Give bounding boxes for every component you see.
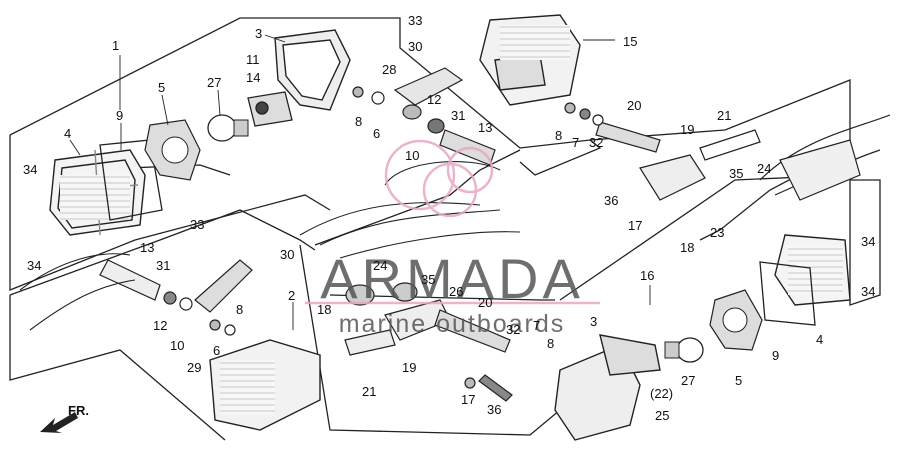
watermark-ring-2 — [384, 139, 456, 211]
callout-8d: 8 — [547, 336, 554, 351]
callout-8c: 8 — [236, 302, 243, 317]
callout-29: 29 — [187, 360, 201, 375]
callout-28: 28 — [382, 62, 396, 77]
callout-22: (22) — [650, 386, 673, 401]
callout-30b: 30 — [280, 247, 294, 262]
callout-20b: 20 — [478, 295, 492, 310]
housing-right-bottom — [554, 334, 661, 441]
front-label: FR. — [68, 403, 89, 418]
watermark: ARMADA marine outboards — [305, 139, 600, 338]
callout-21b: 21 — [362, 384, 376, 399]
right-front-lens — [774, 234, 851, 306]
callout-12b: 12 — [153, 318, 167, 333]
callout-21: 21 — [717, 108, 731, 123]
watermark-ring-3 — [446, 146, 494, 194]
callout-27: 27 — [207, 75, 221, 90]
stalk-right-top — [564, 102, 761, 201]
callout-3: 3 — [255, 26, 262, 41]
callout-35: 35 — [729, 166, 743, 181]
callout-25: 25 — [655, 408, 669, 423]
callout-23: 23 — [710, 225, 724, 240]
callout-3b: 3 — [590, 314, 597, 329]
callout-12: 12 — [427, 92, 441, 107]
callout-32b: 32 — [506, 322, 520, 337]
gasket-left — [99, 139, 163, 221]
callout-34: 34 — [23, 162, 37, 177]
callout-5b: 5 — [735, 373, 742, 388]
housing-left-top — [274, 29, 351, 111]
callout-33: 33 — [408, 13, 422, 28]
callout-15: 15 — [623, 34, 637, 49]
callout-1: 1 — [112, 38, 119, 53]
callout-7b: 7 — [533, 318, 540, 333]
watermark-subtitle: marine outboards — [339, 310, 566, 338]
callout-numbers: 1 2 3 3 4 4 5 5 6 6 7 7 8 8 8 8 9 9 10 1… — [23, 13, 875, 423]
socket-left — [247, 91, 293, 127]
callout-8: 8 — [355, 114, 362, 129]
callout-34b: 34 — [27, 258, 41, 273]
callout-4b: 4 — [816, 332, 823, 347]
callout-2: 2 — [288, 288, 295, 303]
callout-33b: 33 — [190, 217, 204, 232]
callout-14: 14 — [246, 70, 260, 85]
leader-lines — [69, 34, 651, 330]
watermark-title: ARMADA — [320, 247, 584, 310]
callout-11: 11 — [246, 52, 260, 67]
callout-34c: 34 — [861, 234, 875, 249]
callout-17b: 17 — [461, 392, 475, 407]
front-direction-indicator: FR. — [40, 403, 89, 433]
callout-32: 32 — [589, 135, 603, 150]
callout-31b: 31 — [156, 258, 170, 273]
callout-27b: 27 — [681, 373, 695, 388]
callout-4: 4 — [64, 126, 71, 141]
callout-7: 7 — [572, 135, 579, 150]
callout-30: 30 — [408, 39, 422, 54]
left-front-housing — [209, 339, 321, 431]
callout-9: 9 — [116, 108, 123, 123]
callout-13b: 13 — [140, 240, 154, 255]
callout-17: 17 — [628, 218, 642, 233]
bracket-24 — [779, 139, 861, 201]
callout-20: 20 — [627, 98, 641, 113]
stalk-hardware-top — [352, 67, 496, 166]
bulb-left — [207, 114, 249, 142]
callout-10b: 10 — [170, 338, 184, 353]
callout-24b: 24 — [373, 258, 387, 273]
callout-9b: 9 — [772, 348, 779, 363]
callout-19: 19 — [680, 122, 694, 137]
left-rear-lens — [49, 149, 146, 236]
housing-right-top — [479, 14, 581, 106]
bulb-right — [664, 337, 704, 363]
wire-harness-right — [759, 114, 891, 181]
front-arrow-icon — [40, 412, 78, 433]
center-brackets — [344, 282, 513, 402]
callout-24: 24 — [757, 161, 771, 176]
callout-31: 31 — [451, 108, 465, 123]
stalk-left-bottom — [99, 259, 253, 336]
callout-13: 13 — [478, 120, 492, 135]
callout-36: 36 — [604, 193, 618, 208]
callout-6: 6 — [373, 126, 380, 141]
callout-6b: 6 — [213, 343, 220, 358]
callout-10: 10 — [405, 148, 419, 163]
callout-18b: 18 — [317, 302, 331, 317]
wiring — [19, 161, 521, 331]
callout-34d: 34 — [861, 284, 875, 299]
callout-26: 26 — [449, 284, 463, 299]
callout-36b: 36 — [487, 402, 501, 417]
callout-18: 18 — [680, 240, 694, 255]
gasket-right — [759, 261, 816, 326]
callout-19b: 19 — [402, 360, 416, 375]
callout-16: 16 — [640, 268, 654, 283]
callout-5: 5 — [158, 80, 165, 95]
callout-35b: 35 — [421, 272, 435, 287]
callout-8b: 8 — [555, 128, 562, 143]
